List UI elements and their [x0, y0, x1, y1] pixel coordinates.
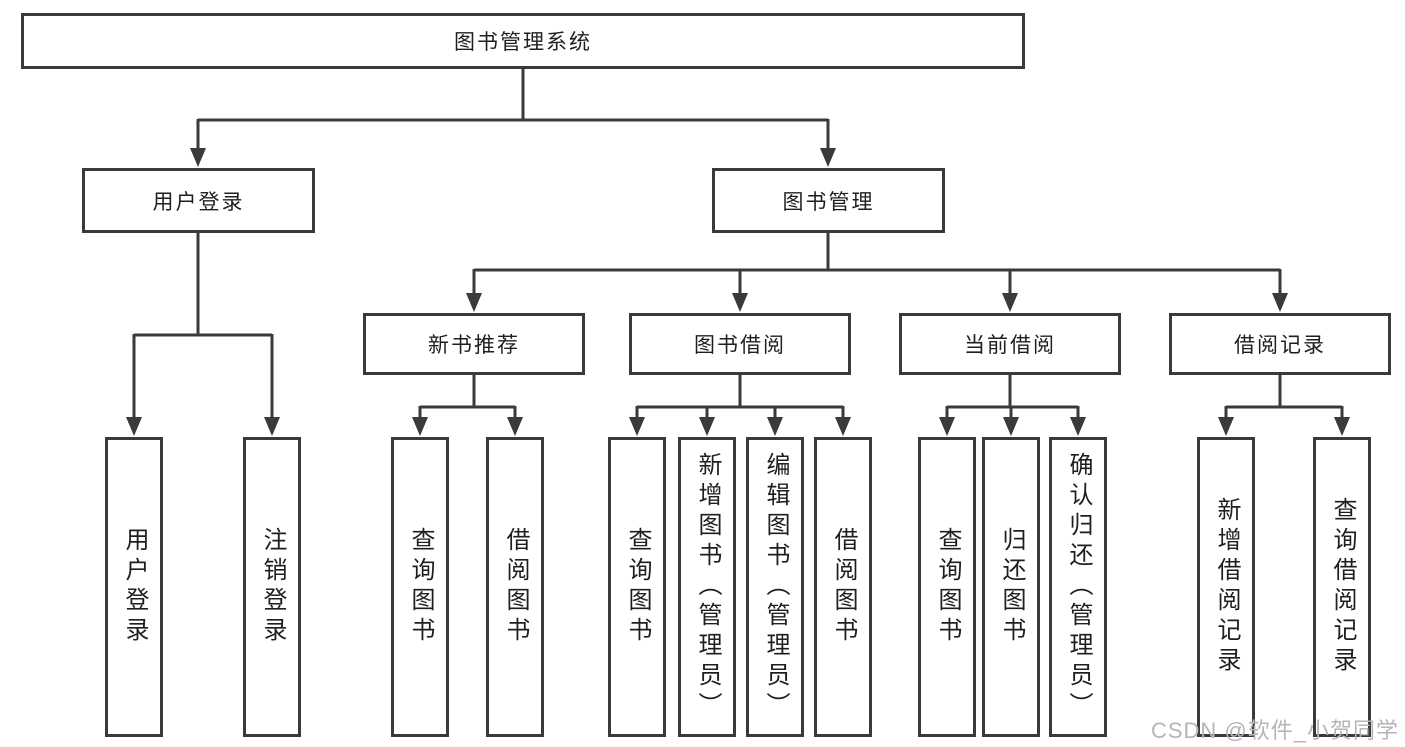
- node-label: 图书管理: [782, 190, 875, 214]
- node-label: 新书推荐: [428, 334, 520, 357]
- leaf-label: 注销登录: [259, 527, 286, 647]
- leaf-label: 借阅图书: [830, 527, 857, 647]
- leaf-edit-book-admin: 编辑图书（管理员）: [746, 437, 804, 737]
- leaf-user-login: 用户登录: [105, 437, 163, 737]
- node-label: 用户登录: [152, 190, 245, 214]
- leaf-label: 编辑图书（管理员）: [762, 452, 789, 722]
- csdn-watermark: CSDN @软件_小贺同学: [1150, 718, 1399, 743]
- node-borrow-records: 借阅记录: [1169, 313, 1391, 375]
- leaf-label: 查询图书: [934, 527, 961, 647]
- leaf-borrow-book: 借阅图书: [814, 437, 872, 737]
- node-new-book-recommend: 新书推荐: [363, 313, 585, 375]
- node-label: 图书管理系统: [454, 31, 592, 54]
- leaf-label: 归还图书: [998, 527, 1025, 647]
- leaf-label: 用户登录: [121, 527, 148, 647]
- leaf-add-borrow-record: 新增借阅记录: [1197, 437, 1255, 737]
- leaf-return-book: 归还图书: [982, 437, 1040, 737]
- leaf-label: 新增图书（管理员）: [694, 452, 721, 722]
- leaf-query-book-recommend: 查询图书: [391, 437, 449, 737]
- leaf-borrow-book-recommend: 借阅图书: [486, 437, 544, 737]
- node-book-borrow: 图书借阅: [629, 313, 851, 375]
- node-library-system: 图书管理系统: [21, 13, 1025, 69]
- node-label: 借阅记录: [1234, 334, 1326, 357]
- node-label: 当前借阅: [964, 334, 1056, 357]
- leaf-label: 借阅图书: [502, 527, 529, 647]
- leaf-add-book-admin: 新增图书（管理员）: [678, 437, 736, 737]
- leaf-logout: 注销登录: [243, 437, 301, 737]
- leaf-label: 查询图书: [407, 527, 434, 647]
- node-book-management: 图书管理: [712, 168, 945, 233]
- leaf-label: 查询借阅记录: [1329, 497, 1356, 677]
- leaf-query-book-current: 查询图书: [918, 437, 976, 737]
- leaf-label: 查询图书: [624, 527, 651, 647]
- leaf-query-borrow-record: 查询借阅记录: [1313, 437, 1371, 737]
- node-label: 图书借阅: [694, 334, 786, 357]
- leaf-confirm-return-admin: 确认归还（管理员）: [1049, 437, 1107, 737]
- node-current-borrow: 当前借阅: [899, 313, 1121, 375]
- leaf-query-book-borrow: 查询图书: [608, 437, 666, 737]
- leaf-label: 新增借阅记录: [1213, 497, 1240, 677]
- connector-path: [132, 69, 1344, 420]
- leaf-label: 确认归还（管理员）: [1065, 452, 1092, 722]
- node-user-login: 用户登录: [82, 168, 315, 233]
